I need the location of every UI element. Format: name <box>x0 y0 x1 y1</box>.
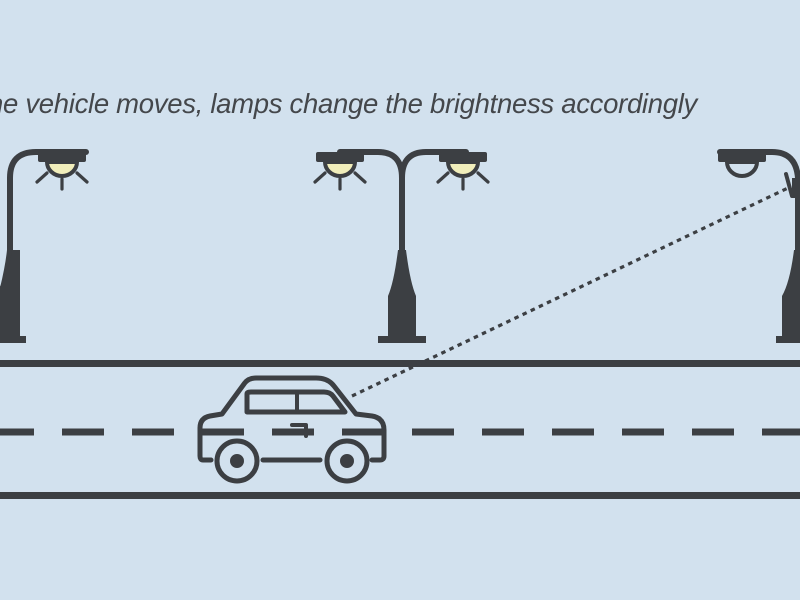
door-handle <box>290 423 308 438</box>
car-icon <box>197 375 387 484</box>
lamp-head-unlit <box>718 152 766 178</box>
light-rays-icon <box>35 171 89 191</box>
street-lamp-right <box>717 149 800 343</box>
motion-sensor-icon <box>784 172 800 198</box>
lamp-pole <box>717 149 800 343</box>
light-rays-icon <box>436 171 490 191</box>
lamp-head-lit <box>35 152 89 191</box>
street-lamp-left <box>0 149 89 343</box>
front-wheel <box>214 438 260 484</box>
lamp-head-lit <box>436 152 490 191</box>
car-body <box>197 375 387 463</box>
lamp-head-lit <box>313 152 367 191</box>
road-top-edge <box>0 360 800 367</box>
road-bottom-edge <box>0 492 800 499</box>
lamp-pole <box>0 149 89 343</box>
rear-hub <box>340 454 354 468</box>
lamp-pole <box>337 149 469 343</box>
light-rays-icon <box>313 171 367 191</box>
front-hub <box>230 454 244 468</box>
rear-wheel <box>324 438 370 484</box>
street-lamp-center <box>313 149 490 343</box>
diagram-caption: he vehicle moves, lamps change the brigh… <box>0 88 697 119</box>
car-window <box>244 389 348 415</box>
